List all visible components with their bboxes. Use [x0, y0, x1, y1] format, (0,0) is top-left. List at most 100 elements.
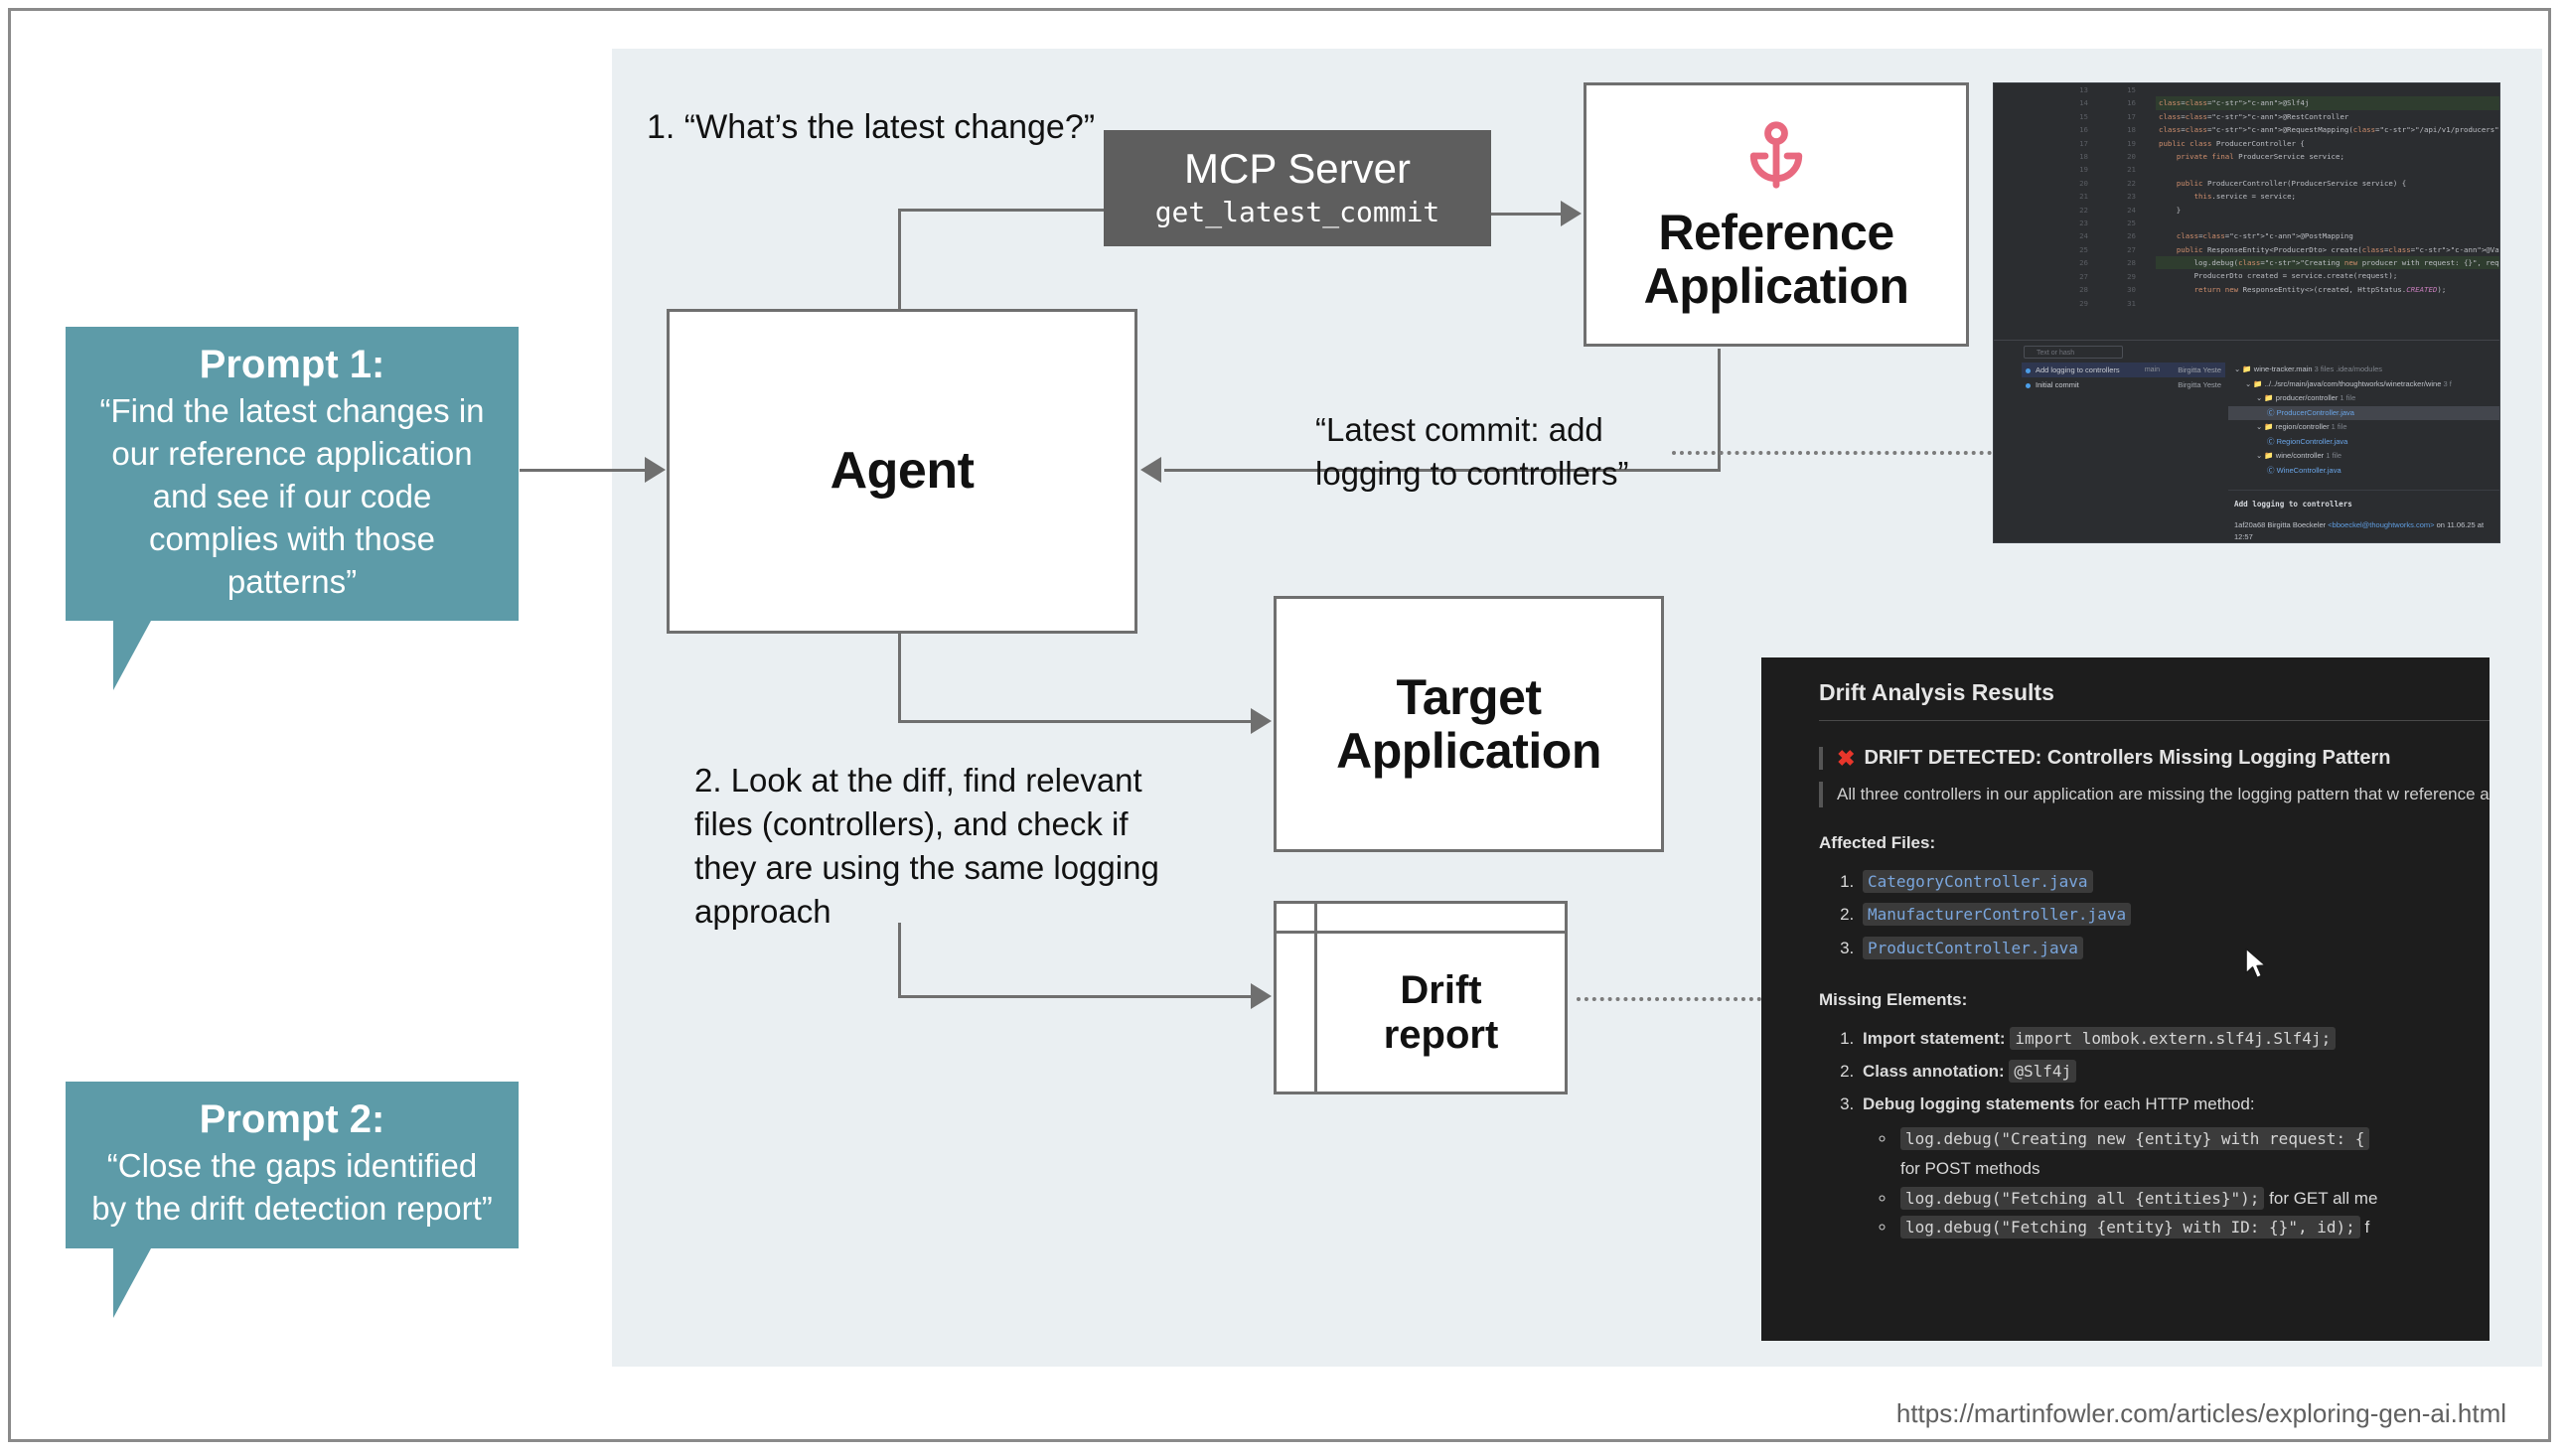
connector-mcp-to-reference	[1491, 213, 1561, 216]
connector-reference-to-agent-v	[1718, 349, 1721, 469]
affected-file-name: CategoryController.java	[1863, 870, 2093, 894]
missing-item-label: Class annotation:	[1863, 1061, 2005, 1081]
vcs-commit-detail: Add logging to controllers 1af20a68 Birg…	[2228, 490, 2499, 542]
drift-description: All three controllers in our application…	[1837, 785, 2490, 803]
vcs-tree-row[interactable]: Ⓒ ProducerController.java	[2228, 405, 2499, 420]
arrowhead-agent-to-drift	[1251, 983, 1272, 1009]
logging-examples-list: log.debug("Creating new {entity} with re…	[1896, 1124, 2490, 1242]
commit-author: Birgitta Yeste	[2178, 365, 2221, 374]
logging-example-rest: for GET all me	[2264, 1188, 2378, 1208]
ide-vcs-toolbar: Text or hash	[1994, 341, 2499, 363]
vcs-tree-row[interactable]: ⌄ 📁 wine-tracker.main 3 files .idea/modu…	[2234, 364, 2383, 373]
anchor-icon	[1737, 117, 1815, 200]
x-mark-icon: ✖	[1837, 745, 1856, 771]
node-drift-report-label1: Drift	[1400, 967, 1482, 1012]
missing-elements-heading: Missing Elements:	[1819, 989, 1968, 1009]
prompt-bubble-1: Prompt 1: “Find the latest changes in ou…	[66, 327, 519, 691]
drift-analysis-panel: Drift Analysis Results ✖ DRIFT DETECTED:…	[1761, 657, 2490, 1341]
logging-example-item: log.debug("Creating new {entity} with re…	[1896, 1124, 2490, 1184]
node-reference-application[interactable]: Reference Application	[1584, 82, 1969, 347]
ide-editor-pane: 13 14 15 16 17 18 19 20 21 22 23 24 25 2…	[1994, 83, 2499, 340]
drift-report-row-rule	[1277, 931, 1565, 934]
missing-elements-list: Import statement: import lombok.extern.s…	[1859, 1022, 2490, 1242]
drift-panel-heading: Drift Analysis Results	[1819, 679, 2054, 705]
affected-files-list: CategoryController.javaManufacturerContr…	[1859, 865, 2490, 963]
commit-branch: main	[2144, 366, 2160, 373]
connector-agent-to-drift-h	[898, 995, 1251, 998]
vcs-tree-row[interactable]: ⌄ 📁 ../../src/main/java/com/thoughtworks…	[2245, 378, 2452, 388]
affected-file-name: ManufacturerController.java	[1863, 903, 2132, 927]
ide-new-line-numbers: 15 16 17 18 19 20 21 22 23 24 25 26 27 2…	[2127, 85, 2136, 308]
drift-description-block: All three controllers in our application…	[1819, 782, 2490, 808]
affected-file-item: ManufacturerController.java	[1859, 898, 2490, 931]
arrowhead-reference-to-agent	[1140, 457, 1161, 483]
drift-panel-divider	[1819, 720, 2490, 721]
connector-agent-to-mcp-h	[898, 209, 1106, 212]
affected-file-item: CategoryController.java	[1859, 865, 2490, 898]
logging-example-item: log.debug("Fetching {entity} with ID: {}…	[1896, 1213, 2490, 1242]
callout-line-reference-screenshot	[1672, 451, 1992, 455]
logging-example-item: log.debug("Fetching all {entities}"); fo…	[1896, 1184, 2490, 1214]
vcs-commit-email: <bboeckel@thoughtworks.com>	[2328, 520, 2435, 529]
node-agent-label: Agent	[830, 442, 975, 501]
prompt-bubble-2-title: Prompt 2:	[199, 1097, 385, 1141]
label-step-2: 2. Look at the diff, find relevant files…	[694, 762, 1159, 930]
logging-example-rest: f	[2359, 1218, 2370, 1238]
vcs-commit-detail-meta: 1af20a68 Birgitta Boeckeler <bboeckel@th…	[2234, 519, 2493, 542]
vcs-tree-row[interactable]: ⌄ 📁 region/controller 1 file	[2256, 422, 2347, 431]
node-mcp-server-title: MCP Server	[1184, 145, 1411, 192]
node-drift-report[interactable]: Drift report	[1274, 901, 1568, 1094]
prompt-bubble-1-tail	[113, 621, 207, 691]
arrowhead-prompt1-to-agent	[645, 457, 666, 483]
drift-report-column-rule	[1314, 904, 1317, 1092]
node-target-application-label1: Target	[1396, 669, 1542, 725]
drift-alert: ✖ DRIFT DETECTED: Controllers Missing Lo…	[1837, 747, 2490, 770]
vcs-tree-row[interactable]: ⌄ 📁 producer/controller 1 file	[2256, 393, 2356, 402]
missing-item-code: @Slf4j	[2009, 1059, 2077, 1083]
missing-element-item: Class annotation: @Slf4j	[1859, 1055, 2490, 1088]
logging-example-code: log.debug("Creating new {entity} with re…	[1900, 1127, 2370, 1151]
connector-agent-to-mcp-v	[898, 209, 901, 311]
affected-files-heading: Affected Files:	[1819, 833, 1936, 853]
node-mcp-server-tool: get_latest_commit	[1154, 196, 1440, 228]
missing-element-item: Import statement: import lombok.extern.s…	[1859, 1022, 2490, 1055]
prompt-bubble-2-body: “Close the gaps identified by the drift …	[91, 1147, 493, 1227]
vcs-changed-files-tree[interactable]: ⌄ 📁 wine-tracker.main 3 files .idea/modu…	[2228, 363, 2499, 484]
ide-old-line-numbers: 13 14 15 16 17 18 19 20 21 22 23 24 25 2…	[2079, 85, 2088, 308]
vcs-commit-on: on	[2436, 520, 2445, 529]
node-mcp-server[interactable]: MCP Server get_latest_commit	[1104, 130, 1491, 246]
ide-screenshot: 13 14 15 16 17 18 19 20 21 22 23 24 25 2…	[1993, 82, 2500, 543]
node-agent[interactable]: Agent	[667, 309, 1137, 634]
label-commit-response: “Latest commit: add logging to controlle…	[1315, 411, 1629, 492]
node-reference-application-label1: Reference	[1658, 204, 1894, 260]
source-url: https://martinfowler.com/articles/explor…	[1895, 1398, 2506, 1428]
commit-dot-icon	[2026, 382, 2031, 388]
affected-file-item: ProductController.java	[1859, 932, 2490, 964]
affected-file-name: ProductController.java	[1863, 936, 2083, 959]
prompt-bubble-1-title: Prompt 1:	[199, 343, 385, 386]
vcs-tree-row[interactable]: ⌄ 📁 wine/controller 1 file	[2256, 451, 2342, 460]
drift-alert-block: ✖ DRIFT DETECTED: Controllers Missing Lo…	[1819, 747, 2490, 770]
ide-left-gutter	[1994, 83, 2048, 340]
commit-author: Birgitta Yeste	[2178, 380, 2221, 389]
node-target-application[interactable]: Target Application	[1274, 596, 1664, 852]
commit-dot-icon	[2026, 367, 2031, 373]
vcs-commit-author: Birgitta Boeckeler	[2267, 520, 2327, 529]
vcs-commit-hash: 1af20a68	[2234, 520, 2266, 529]
drift-analysis-content: Drift Analysis Results ✖ DRIFT DETECTED:…	[1761, 657, 2490, 1242]
vcs-tree-row[interactable]: Ⓒ WineController.java	[2267, 465, 2341, 475]
label-step-1: 1. “What’s the latest change?”	[647, 108, 1096, 146]
arrowhead-mcp-to-reference	[1561, 201, 1582, 226]
vcs-commit-date: 11.06.25 at 12:57	[2234, 520, 2485, 541]
callout-line-drift-panel	[1577, 997, 1761, 1001]
missing-element-item: Debug logging statements for each HTTP m…	[1859, 1088, 2490, 1242]
connector-agent-to-target-h	[898, 720, 1251, 723]
vcs-search-input[interactable]: Text or hash	[2024, 346, 2123, 359]
prompt-bubble-1-body: “Find the latest changes in our referenc…	[99, 392, 485, 600]
arrowhead-agent-to-target	[1251, 708, 1272, 734]
vcs-tree-row[interactable]: Ⓒ RegionController.java	[2267, 436, 2348, 446]
